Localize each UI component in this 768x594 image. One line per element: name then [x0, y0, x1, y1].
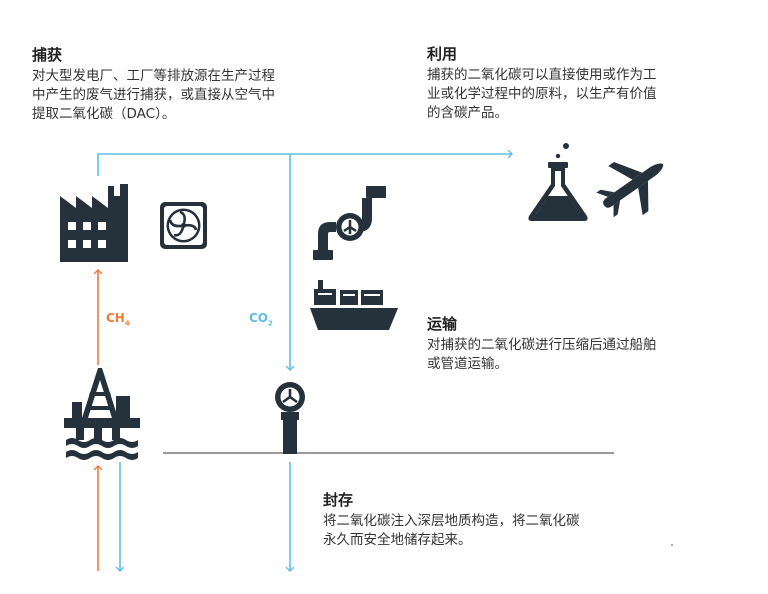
co2-label: CO2	[249, 311, 273, 328]
transport-title: 运输	[427, 315, 458, 333]
transport-line: 或管道运输。	[427, 356, 508, 372]
capture-description: 对大型发电厂、工厂等排放源在生产过程 中产生的废气进行捕获，或直接从空气中 提取…	[32, 67, 275, 124]
transport-description: 对捕获的二氧化碳进行压缩后通过船舶 或管道运输。	[427, 336, 657, 374]
transport-section: 运输 对捕获的二氧化碳进行压缩后通过船舶 或管道运输。	[427, 314, 657, 374]
ship-icon	[310, 280, 398, 330]
capture-line: 对大型发电厂、工厂等排放源在生产过程	[32, 68, 275, 84]
capture-line: 提取二氧化碳（DAC）。	[32, 106, 176, 122]
capture-line: 中产生的废气进行捕获，或直接从空气中	[32, 87, 275, 103]
airplane-icon	[596, 161, 664, 218]
utilization-title: 利用	[427, 45, 458, 63]
storage-line: 将二氧化碳注入深层地质构造，将二氧化碳	[323, 513, 580, 529]
utilization-section: 利用 捕获的二氧化碳可以直接使用或作为工 业或化学过程中的原料，以生产有价值 的…	[427, 44, 657, 123]
utilization-line: 的含碳产品。	[427, 105, 508, 121]
storage-title: 封存	[323, 491, 354, 509]
ch4-label: CH4	[106, 311, 130, 328]
storage-section: 封存 将二氧化碳注入深层地质构造，将二氧化碳 永久而安全地储存起来。	[323, 490, 580, 550]
utilization-line: 业或化学过程中的原料，以生产有价值	[427, 86, 657, 102]
wellhead-icon	[275, 382, 305, 454]
capture-section: 捕获 对大型发电厂、工厂等排放源在生产过程 中产生的废气进行捕获，或直接从空气中…	[32, 45, 275, 124]
factory-icon	[60, 184, 128, 262]
fan-icon	[160, 202, 207, 249]
capture-title: 捕获	[32, 46, 63, 64]
transport-line: 对捕获的二氧化碳进行压缩后通过船舶	[427, 337, 657, 353]
storage-description: 将二氧化碳注入深层地质构造，将二氧化碳 永久而安全地储存起来。	[323, 512, 580, 550]
utilization-description: 捕获的二氧化碳可以直接使用或作为工 业或化学过程中的原料，以生产有价值 的含碳产…	[427, 66, 657, 123]
storage-line: 永久而安全地储存起来。	[323, 532, 472, 548]
pipeline-icon	[313, 186, 386, 260]
utilization-line: 捕获的二氧化碳可以直接使用或作为工	[427, 67, 657, 83]
flask-icon	[528, 143, 588, 221]
stray-dot	[671, 544, 673, 546]
co2-flow-lines	[97, 154, 512, 571]
oil-rig-icon	[64, 368, 140, 460]
capture-to-utilization-arrow	[97, 154, 512, 176]
